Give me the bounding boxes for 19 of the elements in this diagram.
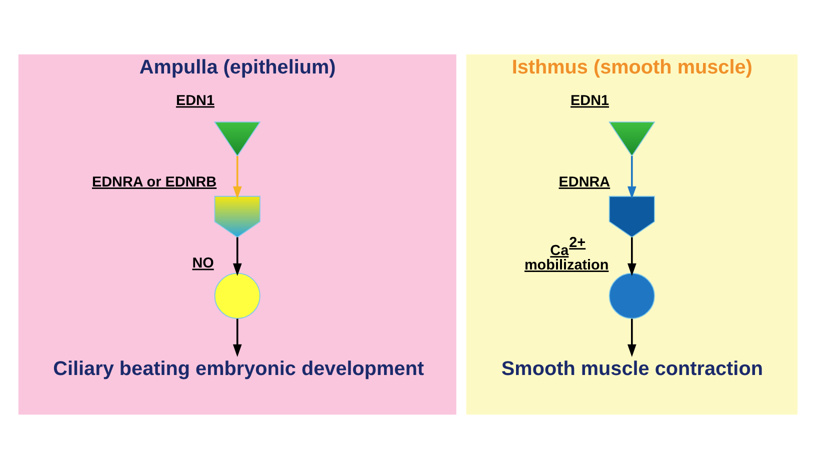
node-circle — [608, 272, 655, 319]
node-triangle — [608, 122, 656, 157]
node-label: EDNRA or EDNRB — [92, 174, 217, 190]
arrow — [627, 237, 636, 276]
node-chevron — [214, 196, 260, 238]
node-chevron — [608, 196, 655, 238]
arrow — [627, 318, 636, 357]
arrow — [232, 318, 242, 357]
node-label: NO — [192, 256, 214, 272]
node-label: EDN1 — [176, 93, 214, 110]
arrow — [627, 156, 636, 200]
arrow — [232, 156, 242, 200]
node-label: EDNRA — [558, 174, 610, 190]
node-text: Smooth muscle contraction — [501, 358, 763, 380]
node-label: EDN1 — [570, 93, 610, 110]
node-circle — [214, 272, 260, 319]
node-text: Ciliary beating embryonic development — [53, 358, 424, 380]
node-triangle — [214, 122, 261, 157]
arrow — [232, 237, 242, 276]
